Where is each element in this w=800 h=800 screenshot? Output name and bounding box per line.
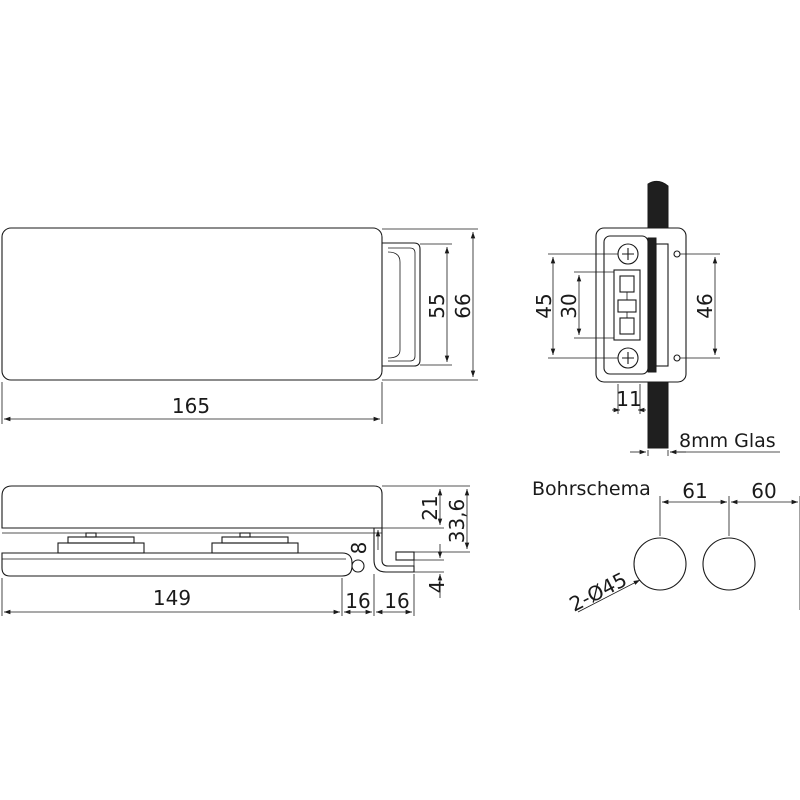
dim-45-label: 45 [532,293,556,318]
dim-16b-label: 16 [384,589,409,613]
side-view: 21 33,6 8 4 149 16 16 [1,485,470,616]
dim-46-label: 46 [693,293,717,318]
side-view-blocks [57,532,299,554]
dim-55-label: 55 [425,293,449,318]
dim-66-label: 66 [451,293,475,318]
end-view: 45 30 46 11 8mm Glas [532,180,780,456]
dim-61-label: 61 [682,479,707,503]
drill-pattern-title: Bohrschema [532,478,651,500]
dim-33-6-label: 33,6 [445,499,469,544]
side-view-bracket [373,528,415,573]
dim-21-label: 21 [418,495,442,520]
drill-hole-2 [702,537,756,591]
top-view: 55 66 165 [1,227,478,424]
dim-30-label: 30 [557,293,581,318]
glass-thickness-label: 8mm Glas [679,430,776,452]
dim-11-label: 11 [616,387,641,411]
top-view-clip-tab [382,242,421,367]
side-view-lower-plate [1,552,353,577]
dim-165-label: 165 [172,394,210,418]
drill-pattern: Bohrschema 61 60 2-Ø45 [532,478,800,616]
end-view-screws [617,243,639,369]
side-view-upper-plate [1,485,383,529]
end-view-mechanism [613,269,641,341]
dim-60-label: 60 [751,479,776,503]
holes-label: 2-Ø45 [565,567,630,616]
dim-149-label: 149 [153,586,191,610]
top-view-body [1,227,383,381]
dim-16a-label: 16 [345,589,370,613]
dim-4-label: 4 [425,581,449,594]
drill-hole-1 [633,537,687,591]
dim-8-label: 8 [347,542,371,555]
